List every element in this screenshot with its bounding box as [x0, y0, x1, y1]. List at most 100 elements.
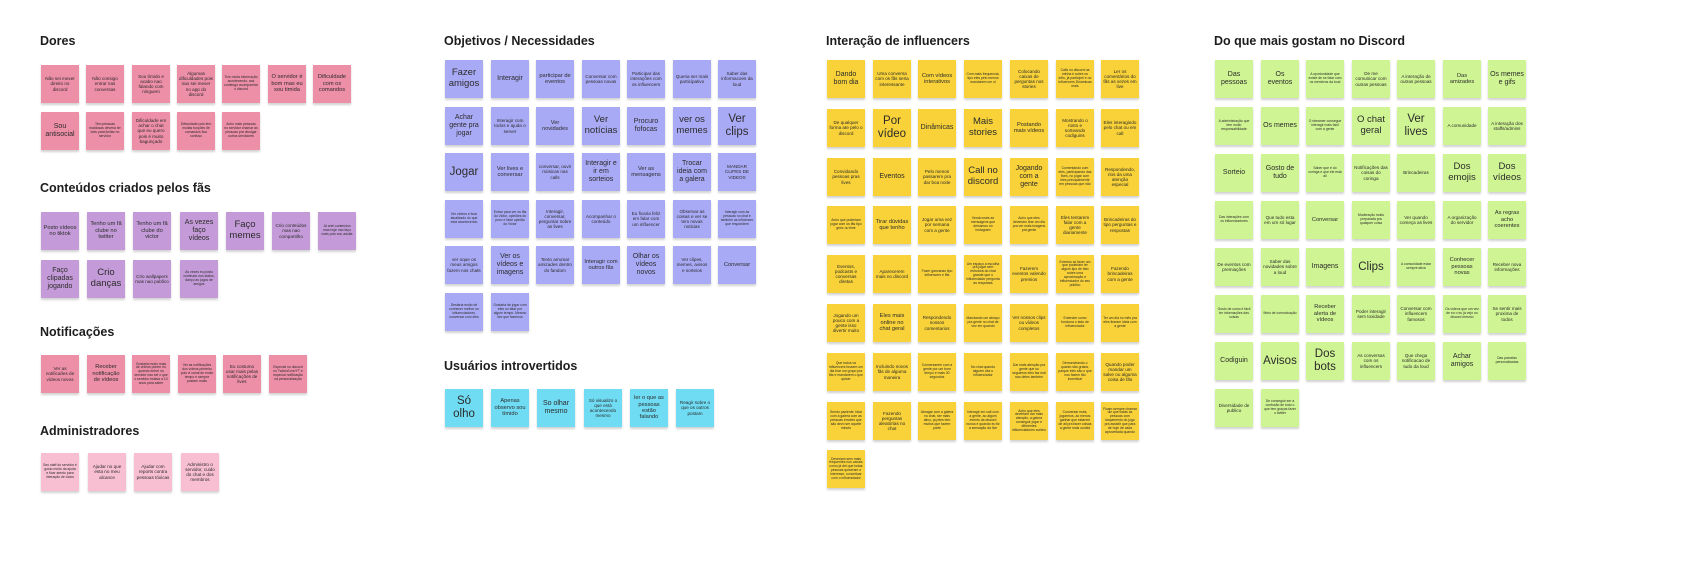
sticky-note[interactable]: Jogar: [445, 153, 483, 191]
sticky-note[interactable]: O servidor é bom mas eu sou timida: [268, 65, 306, 103]
sticky-note[interactable]: Sorteio: [1215, 154, 1253, 192]
sticky-note[interactable]: Dificuldade em achar o chat que eu quero…: [132, 112, 170, 150]
sticky-note[interactable]: As vezes eu posto conteudo nos status, d…: [180, 260, 218, 298]
sticky-note[interactable]: Ver quando começa as lives: [1397, 201, 1435, 239]
sticky-note[interactable]: Faço memes: [226, 212, 264, 250]
sticky-note[interactable]: Olhar os vídeos novos: [627, 246, 665, 284]
sticky-note[interactable]: Sou tímido e acabo nao falando com ningu…: [132, 65, 170, 103]
sticky-note[interactable]: As regras acho coerentes: [1488, 201, 1526, 239]
sticky-note[interactable]: Clips: [1352, 248, 1390, 286]
sticky-note[interactable]: Sendo paciente, falar com a galera com a…: [827, 402, 865, 440]
sticky-note[interactable]: Que chega notificacao de tudo da loud: [1397, 342, 1435, 380]
sticky-note[interactable]: Se sentir mais proxima de todos: [1488, 295, 1526, 333]
sticky-note[interactable]: A interação de outras pessoas: [1397, 60, 1435, 98]
sticky-note[interactable]: Dos emojis: [1443, 154, 1481, 192]
sticky-note[interactable]: Apenas observo sou tímido: [491, 389, 529, 427]
sticky-note[interactable]: A interação dos staffs/admins: [1488, 107, 1526, 145]
sticky-note[interactable]: A organização do servidor: [1443, 201, 1481, 239]
sticky-note[interactable]: Por vídeo: [873, 109, 911, 147]
sticky-note[interactable]: Com vídeos interativos: [918, 60, 956, 98]
sticky-note[interactable]: Que tudo esta em um só lugar: [1261, 201, 1299, 239]
sticky-note[interactable]: Os memes e gifs: [1488, 60, 1526, 98]
sticky-note[interactable]: Notificações das coisas do coringa: [1352, 154, 1390, 192]
sticky-note[interactable]: Pelo menos passarem pra dar boa noite: [918, 158, 956, 196]
sticky-note[interactable]: Postando mais vídeos: [1010, 109, 1048, 147]
sticky-note[interactable]: No chat quando alguém cita o influenciad…: [964, 353, 1002, 391]
sticky-note[interactable]: Jogar uma vez por semana com a gente: [918, 206, 956, 244]
sticky-note[interactable]: De conseguir ser a confusão de tudo o qu…: [1261, 389, 1299, 427]
sticky-note[interactable]: Interagir com outros fãs: [582, 246, 620, 284]
sticky-note[interactable]: Mandando um abraço pra gente no chat de …: [964, 304, 1002, 342]
sticky-note[interactable]: Os vídeos que um vez de eu o eu já vejo …: [1443, 295, 1481, 333]
sticky-note[interactable]: Acho mais pessoas no servidor chamar as …: [222, 112, 260, 150]
sticky-note[interactable]: Ver lives e conversar: [491, 153, 529, 191]
sticky-note[interactable]: Eles interagindo pelo chat ou em call: [1101, 109, 1139, 147]
sticky-note[interactable]: De eventos com premiações: [1215, 248, 1253, 286]
sticky-note[interactable]: Receber notificação de vídeos: [87, 355, 125, 393]
sticky-note[interactable]: Fazendo perguntas aleatórias no chat: [873, 402, 911, 440]
sticky-note[interactable]: Desfaria muito de conhecer melhor os inf…: [445, 293, 483, 331]
sticky-note[interactable]: Ver clips: [718, 107, 756, 145]
sticky-note[interactable]: Crio wallpapers mas nao publico: [133, 260, 171, 298]
sticky-note[interactable]: Eventos só fazer um que poderiam ler alg…: [1056, 255, 1094, 293]
sticky-note[interactable]: Incluindo novos fãs de alguma maneira: [873, 353, 911, 391]
sticky-note[interactable]: A comunidade estar sempre ativa: [1397, 248, 1435, 286]
sticky-note[interactable]: Eu costumo usar mais pelas notificações …: [223, 355, 261, 393]
sticky-note[interactable]: Saber que é do coringa e que ele está al…: [1306, 154, 1344, 192]
sticky-note[interactable]: Conversar com influencers famosos: [1397, 295, 1435, 333]
sticky-note[interactable]: Imagens: [1306, 248, 1344, 286]
sticky-note[interactable]: Eventos: [873, 158, 911, 196]
sticky-note[interactable]: Dar mais atenção pra gente que so seguim…: [1010, 353, 1048, 391]
sticky-note[interactable]: Demonstrando o quanto são gratos, parque…: [1056, 353, 1094, 391]
sticky-note[interactable]: Dinâmicas: [918, 109, 956, 147]
sticky-note[interactable]: Ver nossos clips ou vídeos completos: [1010, 304, 1048, 342]
sticky-note[interactable]: Administro o servidor, cuido do chat e d…: [181, 453, 219, 491]
sticky-note[interactable]: participar de eventos: [536, 60, 574, 98]
sticky-note[interactable]: Quando poder mandar um salve ou alguma c…: [1101, 353, 1139, 391]
sticky-note[interactable]: Brincadeiras do tipo perguntas e respost…: [1101, 206, 1139, 244]
sticky-note[interactable]: Call no discord: [964, 158, 1002, 196]
sticky-note[interactable]: Ver os vídeos e imagens: [491, 246, 529, 284]
sticky-note[interactable]: Faço clipadas jogando: [41, 260, 79, 298]
sticky-note[interactable]: Jogando com a gente: [1010, 158, 1048, 196]
sticky-note[interactable]: Colocando caixas de perguntas nos storie…: [1010, 60, 1048, 98]
sticky-note[interactable]: Avisos: [1261, 342, 1299, 380]
sticky-note[interactable]: Jogando um pouco com a gente isso divert…: [827, 304, 865, 342]
sticky-note[interactable]: Das amizades: [1443, 60, 1481, 98]
sticky-note[interactable]: Saber das novidades sobre a loud: [1261, 248, 1299, 286]
sticky-note[interactable]: Gostaria muito mais de vídeos porem eu q…: [132, 355, 170, 393]
sticky-note[interactable]: Só visualizo o que está acontecendo mesm…: [584, 389, 622, 427]
sticky-note[interactable]: Mostrando o rosto e sorteando codiguins: [1056, 109, 1094, 147]
sticky-note[interactable]: Das interações com os influenciadores: [1215, 201, 1253, 239]
sticky-note[interactable]: Queria ser mais participativo: [673, 60, 711, 98]
sticky-note[interactable]: Um espaço a escolha pra jogar sem estrut…: [964, 255, 1002, 293]
sticky-note[interactable]: Dos vídeos: [1488, 154, 1526, 192]
sticky-note[interactable]: Acompanhar o conteúdo: [582, 200, 620, 238]
sticky-note[interactable]: Os memes: [1261, 107, 1299, 145]
sticky-note[interactable]: Tem pessoas maldosas deveria ter bots pa…: [86, 112, 124, 150]
sticky-note[interactable]: Posto vídeos no tiktok: [41, 212, 79, 250]
sticky-note[interactable]: Gosto de como é fácil ter informações da…: [1215, 295, 1253, 333]
sticky-note[interactable]: O chat geral: [1352, 107, 1390, 145]
sticky-note[interactable]: Gostaria de jogar com eles ou falar por …: [491, 293, 529, 331]
sticky-note[interactable]: Entrar para ver os fãs do Victor, opiniõ…: [491, 200, 529, 238]
sticky-note[interactable]: Algumas dificuldades pois nao sei mexer …: [177, 65, 215, 103]
sticky-note[interactable]: Que todos os influencers fossem um dia t…: [827, 353, 865, 391]
sticky-note[interactable]: A oportunidade que existe de se falar co…: [1306, 60, 1344, 98]
sticky-note[interactable]: Vendo mais as mensagens que deixamos no …: [964, 206, 1002, 244]
sticky-note[interactable]: Ver lives: [1397, 107, 1435, 145]
sticky-note[interactable]: Tento arrumar amizades dentro do fandom: [536, 246, 574, 284]
sticky-note[interactable]: Receber nova informações: [1488, 248, 1526, 286]
sticky-note[interactable]: Observar as coisas e ver se tem novas no…: [673, 200, 711, 238]
sticky-note[interactable]: Tenho um fã clube do victor: [133, 212, 171, 250]
sticky-note[interactable]: Respondendo, rios da uma atenção especia…: [1101, 158, 1139, 196]
sticky-note[interactable]: Diversidade de publico: [1215, 389, 1253, 427]
sticky-note[interactable]: ler o que as pessoas estão falando: [630, 389, 668, 427]
sticky-note[interactable]: Interagir: [491, 60, 529, 98]
sticky-note[interactable]: ver oque os meus amigos fazem nos chats: [445, 246, 483, 284]
sticky-note[interactable]: Eventos, podcasts e conversas diretas: [827, 255, 865, 293]
sticky-note[interactable]: Ver as mensagens: [627, 153, 665, 191]
sticky-note[interactable]: Ajudar no que esta no meu alcance: [88, 453, 126, 491]
sticky-note[interactable]: Fazer ganvanas tipo influencers e fãs: [918, 255, 956, 293]
sticky-note[interactable]: Ajudar com reports contra pessoas tóxica…: [134, 453, 172, 491]
